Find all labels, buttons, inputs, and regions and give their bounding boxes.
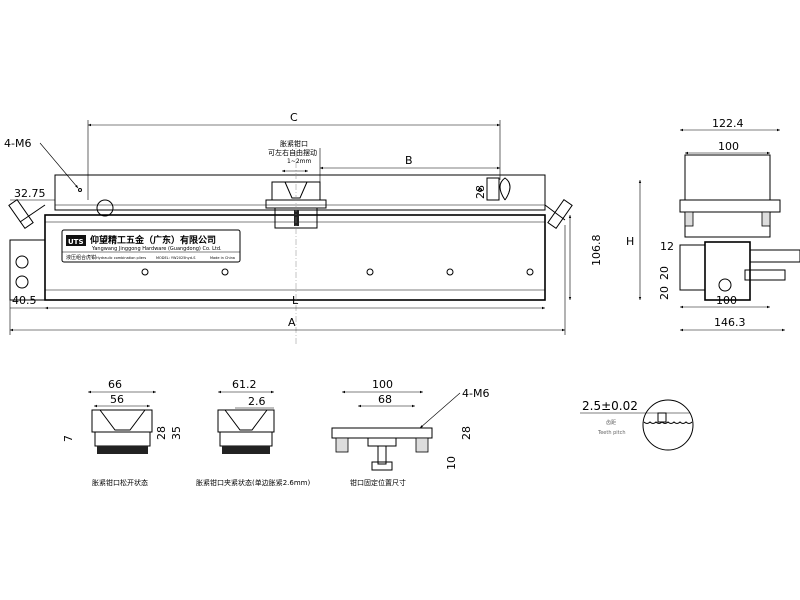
caption-clamped: 胀紧钳口夹紧状态(单边胀紧2.6mm) [196,478,311,487]
dim-h: H [626,235,634,248]
dim-66: 66 [108,378,122,391]
dim-61-2: 61.2 [232,378,257,391]
dim-106-8: 106.8 [590,235,603,267]
hydraulic-block [9,239,46,301]
dim-l: L [292,294,299,307]
front-view: UTS 仰望精工五金（广东）有限公司 Yangwang Jinggong Har… [4,111,603,345]
caption-position: 钳口固定位置尺寸 [350,478,406,487]
dim-b: B [405,154,413,167]
dim-100-position: 100 [372,378,393,391]
jaw-note-2: 可左右自由摆动 [268,148,317,157]
dim-56: 56 [110,393,124,406]
dim-40-5: 40.5 [12,294,37,307]
dim-2-6: 2.6 [248,395,266,408]
jaw-note-3: 1~2mm [287,158,312,165]
dim-32-75: 32.75 [14,187,46,200]
logo-text: UTS [68,238,84,246]
dim-20-a: 20 [658,266,671,280]
dim-146-3: 146.3 [714,316,746,329]
product-name-cn: 液压组合虎钳 [66,254,96,261]
dim-c: C [290,111,298,124]
thread-callout-position: 4-M6 [462,387,489,400]
pitch-label-en: Teeth pitch [597,430,626,436]
side-view: 122.4 100 H 12 20 20 100 146.3 [626,117,800,332]
detail-jaw-open: 66 56 7 28 35 胀紧钳口松开状态 [62,378,183,487]
dim-68: 68 [378,393,392,406]
dim-28-position: 28 [460,426,473,440]
teeth-pitch-detail: 2.5±0.02 齿距 Teeth pitch [580,399,694,451]
nameplate: UTS 仰望精工五金（广东）有限公司 Yangwang Jinggong Har… [61,229,241,263]
detail-jaw-position: 100 68 4-M6 28 10 钳口固定位置尺寸 [331,378,489,487]
thread-callout: 4-M6 [4,137,31,150]
company-name-en: Yangwang Jinggong Hardware (Guangdong) C… [91,246,222,252]
dim-28-open: 28 [155,426,168,440]
company-name-cn: 仰望精工五金（广东）有限公司 [90,234,216,246]
dim-100-bottom: 100 [716,294,737,307]
dim-100-top: 100 [718,140,739,153]
model-text: MODEL: YW2025hyd-S [156,256,196,260]
dim-28: 28 [474,185,487,199]
top-rail [54,174,546,211]
origin-text: Made in China [210,256,235,260]
pitch-tolerance: 2.5±0.02 [582,399,638,413]
dim-20-b: 20 [658,286,671,300]
mount-holes [141,268,534,276]
dim-35: 35 [170,426,183,440]
pitch-label-cn: 齿距 [606,420,616,426]
dim-10: 10 [445,456,458,470]
dim-a: A [288,316,296,329]
dim-7: 7 [62,435,75,442]
product-name-en: Hydraulic combination pliers [96,256,146,260]
dim-12: 12 [660,240,674,253]
caption-open: 胀紧钳口松开状态 [92,478,148,487]
jaw-note-1: 胀紧钳口 [280,139,308,148]
detail-jaw-clamped: 61.2 2.6 胀紧钳口夹紧状态(单边胀紧2.6mm) [196,378,311,487]
dim-122-4: 122.4 [712,117,744,130]
